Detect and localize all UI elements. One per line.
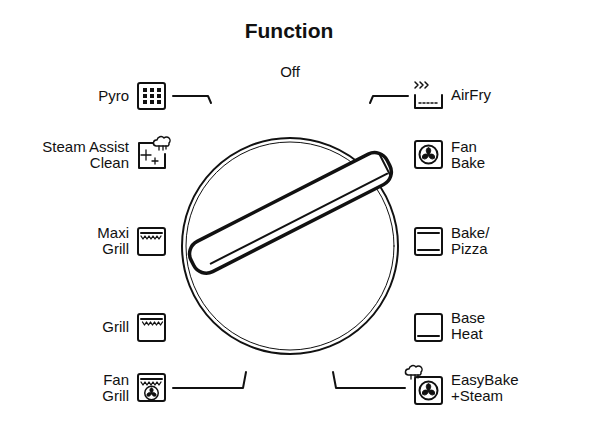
function-label: Fan Bake — [451, 139, 495, 171]
function-label: Steam Assist Clean — [29, 139, 129, 171]
function-label: Fan Grill — [83, 372, 129, 404]
function-label: Bake/ Pizza — [451, 225, 497, 257]
function-label: Maxi Grill — [83, 225, 129, 257]
function-label: Base Heat — [451, 310, 495, 342]
function-label: Grill — [102, 319, 129, 335]
function-label: EasyBake +Steam — [451, 372, 533, 404]
function-label: AirFry — [451, 87, 491, 103]
dial-title: Function — [245, 19, 334, 43]
off-position-label: Off — [280, 64, 300, 80]
function-label: Pyro — [98, 88, 129, 104]
